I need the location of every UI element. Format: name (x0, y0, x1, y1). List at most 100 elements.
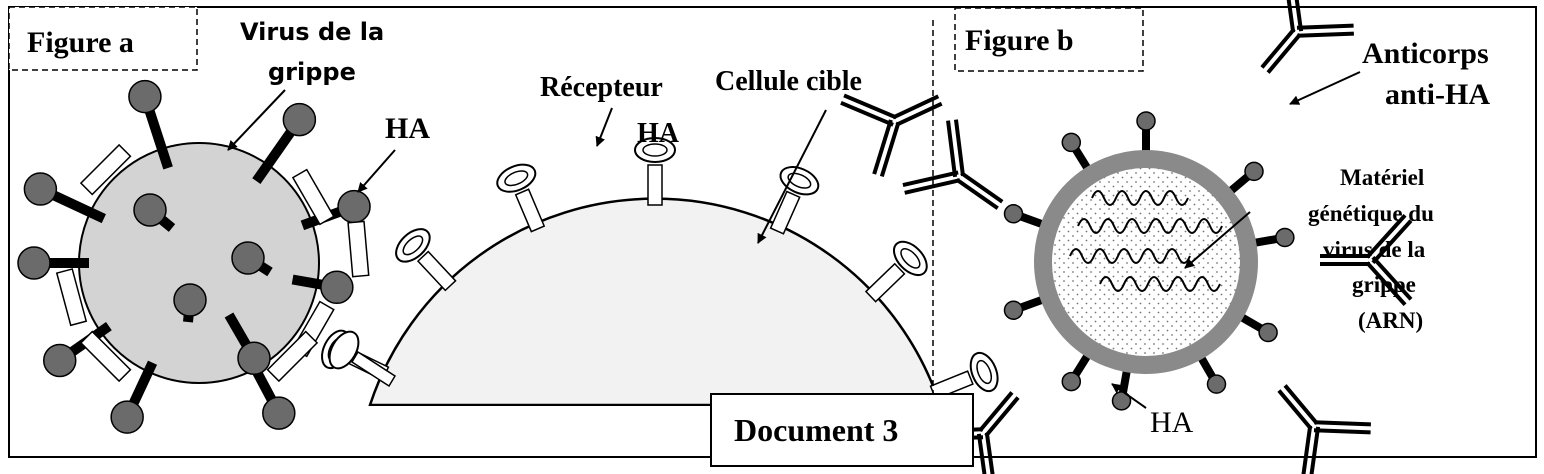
figure-b-title: Figure b (965, 24, 1074, 57)
influenza-virus (78, 142, 320, 384)
genetic-label-line1: Matériel (1340, 165, 1424, 190)
other-surface-protein (266, 330, 319, 383)
ha-receptor (929, 351, 999, 401)
ha-protein (1003, 204, 1044, 228)
antibody-label-line1: Anticorps (1362, 37, 1489, 70)
figure-a-title: Figure a (27, 26, 134, 59)
ha-protein (1240, 314, 1278, 343)
ha-pointer-arrow-b (1111, 383, 1147, 409)
ha-head (1003, 300, 1024, 320)
other-surface-protein (291, 168, 335, 226)
virus-label-line1: Virus de la (240, 18, 384, 46)
receptor-stalk (864, 262, 906, 303)
receptor-head-inner (642, 143, 668, 157)
ha-head (110, 400, 144, 434)
figure-b: Figure b Anticorps anti-HA Matériel géné… (840, 0, 1490, 474)
other-surface-protein (79, 143, 132, 196)
ha-head (237, 341, 271, 376)
genetic-label-line3: virus de la (1323, 237, 1426, 262)
ha-head (1136, 111, 1156, 131)
receptor-stalk (647, 164, 663, 206)
ha-head (1061, 371, 1082, 392)
cell-label: Cellule cible (715, 66, 862, 97)
receptor-head-inner (976, 359, 993, 385)
ha-protein (1136, 111, 1156, 151)
ha-spike (252, 102, 317, 184)
ha-head (320, 270, 354, 305)
genetic-label-line5: (ARN) (1358, 308, 1423, 333)
ha-spike (110, 360, 158, 434)
receptor-head-inner (900, 248, 921, 269)
ha-head (23, 172, 58, 206)
ha-protein (1003, 296, 1044, 320)
ha-head (17, 246, 51, 280)
ha-head (1206, 374, 1227, 394)
virus-label-line2: grippe (268, 58, 356, 86)
ha-receptor (634, 137, 676, 206)
genetic-label-line4: grippe (1352, 272, 1416, 297)
receptor-head-inner (504, 170, 529, 187)
receptor-stalk (416, 250, 457, 292)
ha-receptor (864, 240, 928, 303)
ha-label-a: HA (385, 112, 430, 145)
ha-head (42, 343, 77, 378)
ha-label-b: HA (1150, 406, 1194, 439)
document-label-box (710, 393, 974, 467)
ha-receptors (321, 137, 999, 401)
ha-spike (291, 270, 354, 305)
ha-protein (1061, 132, 1091, 170)
virus-surface-proteins (17, 79, 371, 434)
ha-head (231, 241, 265, 275)
ha-spike (133, 193, 176, 232)
other-surface-protein (55, 268, 88, 327)
ha-head (1061, 132, 1082, 153)
receptor-stalk (769, 190, 801, 235)
receptor-pointer-arrow (595, 107, 613, 147)
ha-head (173, 283, 207, 317)
ha-head (133, 193, 167, 227)
ha-receptor (769, 166, 820, 235)
cell-pointer-arrow (757, 109, 827, 244)
receptor-stalk (514, 188, 546, 233)
virus-b-ha-proteins (1003, 111, 1295, 411)
anti-ha-antibody (840, 93, 943, 178)
anti-ha-antibody (902, 119, 1004, 210)
receptor-head (328, 330, 360, 370)
anti-ha-antibody (1277, 384, 1371, 474)
other-surface-protein (347, 220, 370, 278)
ha-protein (1111, 370, 1132, 411)
ha-head (1275, 227, 1295, 248)
ha-spike (231, 241, 273, 277)
ha-spike (173, 283, 207, 323)
target-cell (368, 197, 942, 407)
ha-spike (23, 172, 106, 224)
ha-protein (1254, 227, 1295, 248)
figure-a-title-box (8, 6, 198, 71)
figure-b-title-box (954, 7, 1144, 72)
figure-a: Figure a Virus de la grippe HA Récepteur… (8, 6, 999, 454)
virus-pointer-arrow (227, 89, 286, 151)
receptor-head-inner (787, 172, 812, 189)
receptor-stalk (350, 350, 397, 388)
viral-rna (1069, 190, 1223, 292)
virus-b-capsid (1034, 150, 1258, 374)
ha-head (282, 102, 317, 137)
other-surface-protein (79, 330, 132, 383)
ha-protein (1198, 356, 1227, 394)
ha-protein (1061, 354, 1091, 392)
ha-protein (1228, 161, 1264, 194)
cell-bottom-mask (330, 406, 710, 454)
ha-receptor (496, 163, 546, 233)
document-label: Document 3 (734, 412, 898, 448)
anti-ha-antibody (1320, 213, 1413, 307)
ha-receptor (395, 228, 457, 292)
receptor-label-line2: HA (637, 118, 680, 149)
ha-head (1258, 322, 1278, 343)
ha-head (262, 396, 296, 430)
antibody-pointer-arrow (1289, 71, 1361, 105)
genetic-pointer-arrow (1184, 211, 1251, 269)
genetic-label-line2: génétique du (1308, 201, 1434, 226)
antibody-label-line2: anti-HA (1385, 78, 1490, 111)
ha-head (337, 189, 371, 224)
